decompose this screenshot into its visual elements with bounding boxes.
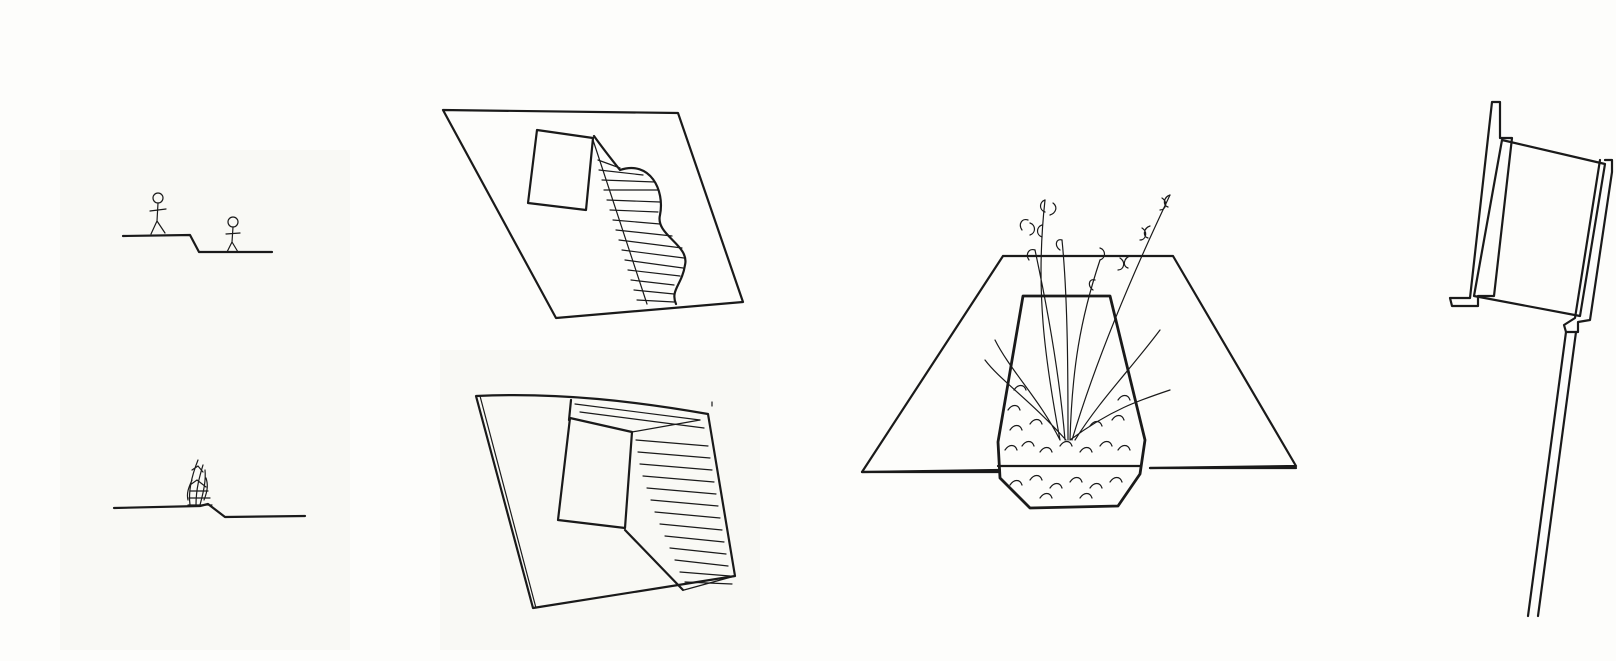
ground-step-sketch [121,192,274,254]
plan-diagonal-hatch-sketch [474,394,737,610]
planter-sketch [860,194,1298,510]
planter-vessel [996,294,1147,510]
shrub-icon [984,194,1171,441]
paper-panel-left [60,150,350,650]
hatch-lines [597,159,685,303]
hatch-lines [574,403,736,591]
ground-notch-sketch [112,459,307,519]
stick-figure-icon [149,192,167,235]
small-shrub-icon [186,459,213,506]
room-rectangle [556,416,634,530]
panel-rectangle [1472,138,1607,318]
plan-wavy-hatch-sketch [441,108,745,320]
room-rectangle [526,128,595,212]
stick-figure-icon [225,216,241,253]
wall-section-sketch [1448,100,1614,618]
